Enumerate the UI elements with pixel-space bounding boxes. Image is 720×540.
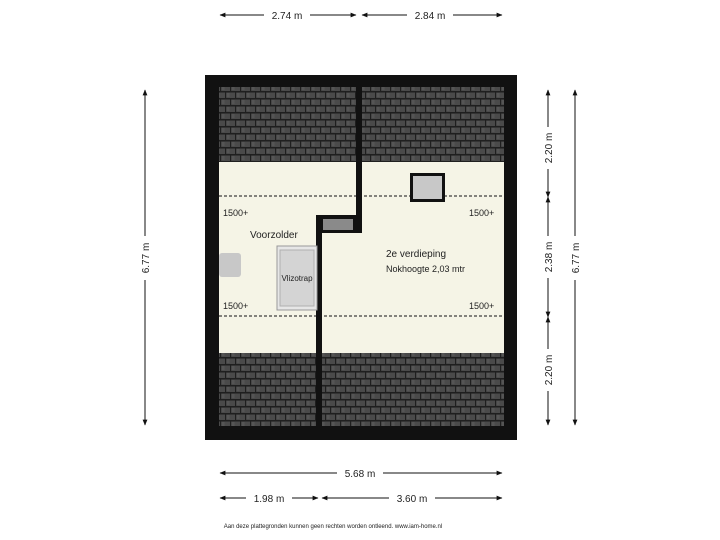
skylight-glass (413, 176, 442, 199)
dim-right-middle: 2.38 m (544, 242, 555, 273)
wall-fixture (219, 253, 241, 277)
height-label-upper-left: 1500+ (223, 208, 248, 218)
roof-tiles-top-right (362, 87, 504, 162)
dim-bottom-total: 5.68 m (345, 469, 376, 480)
disclaimer: Aan deze plattegronden kunnen geen recht… (224, 524, 442, 530)
interior-wall-lower (316, 215, 322, 426)
height-label-lower-left: 1500+ (223, 301, 248, 311)
interior-wall-upper (356, 87, 362, 233)
dim-right-upper: 2.20 m (544, 133, 555, 164)
height-label-lower-right: 1500+ (469, 301, 494, 311)
dim-top-left: 2.74 m (272, 11, 303, 22)
roof-tiles-bottom-right (322, 353, 504, 426)
dim-bottom-left: 1.98 m (254, 494, 285, 505)
dim-right-lower: 2.20 m (544, 355, 555, 386)
ridge-height: Nokhoogte 2,03 mtr (386, 264, 465, 274)
chimney-inner (323, 219, 353, 230)
room-name-right: 2e verdieping (386, 249, 446, 260)
height-label-upper-right: 1500+ (469, 208, 494, 218)
dim-left-total: 6.77 m (141, 243, 152, 274)
stair-label: Vlizotrap (281, 274, 313, 283)
stair-inner (279, 249, 315, 307)
dim-top-right: 2.84 m (415, 11, 446, 22)
dim-right-total: 6.77 m (571, 243, 582, 274)
room-name-left: Voorzolder (250, 230, 298, 241)
roof-tiles-bottom-left (219, 353, 316, 426)
roof-tiles-top-left (219, 87, 356, 162)
dim-bottom-right: 3.60 m (397, 494, 428, 505)
